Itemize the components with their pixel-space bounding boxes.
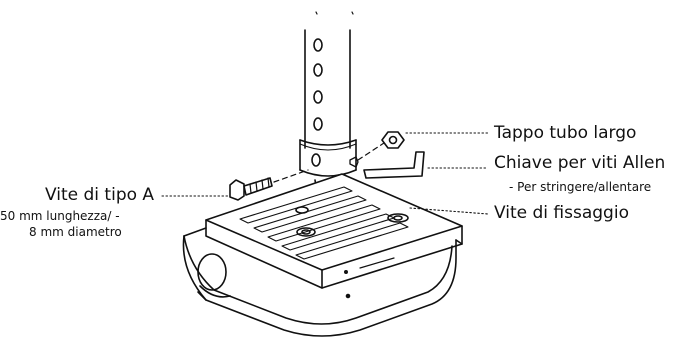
label-fixing-screw: Vite di fissaggio xyxy=(494,205,629,222)
label-screw-type-a: Vite di tipo A xyxy=(45,187,154,204)
label-allen-key: Chiave per viti Allen xyxy=(494,155,665,172)
pole-holes xyxy=(312,39,322,166)
label-allen-key-note: - Per stringere/allentare xyxy=(509,181,651,193)
type-a-screw xyxy=(230,178,272,200)
pipe-cap-nut xyxy=(382,132,404,148)
allen-key xyxy=(364,152,424,178)
label-pipe-cap: Tappo tubo largo xyxy=(494,125,636,142)
label-screw-type-a-length: 50 mm lunghezza/ - xyxy=(0,210,120,222)
pole-top-marks xyxy=(316,12,353,14)
label-screw-type-a-diameter: 8 mm diametro xyxy=(29,226,122,238)
extension-pole xyxy=(300,30,358,176)
